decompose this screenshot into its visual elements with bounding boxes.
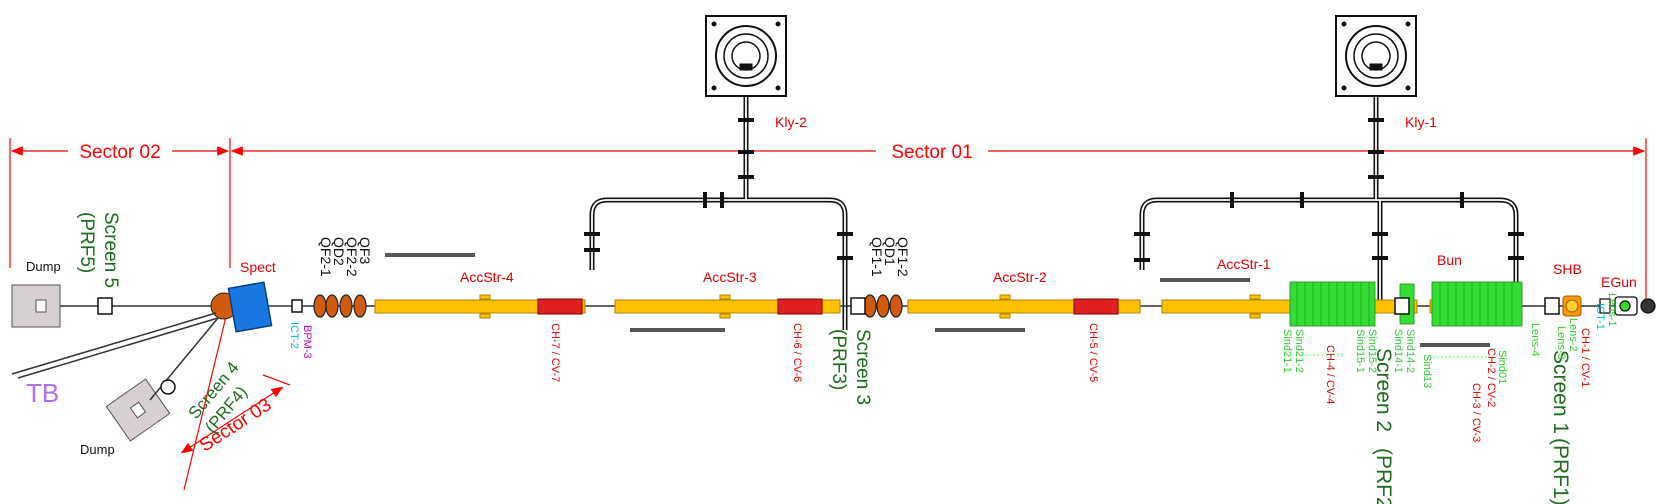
- diagnostic-labels: ICT-1 ICT-2 BPM-3: [288, 303, 1606, 359]
- klystron-1-label: Kly-1: [1405, 114, 1437, 130]
- dump-angled-label: Dump: [80, 442, 115, 457]
- svg-text:(PRF2): (PRF2): [1372, 448, 1395, 504]
- solenoid-hatch: [1296, 282, 1513, 326]
- corrector-6: [777, 298, 823, 315]
- klystron-2-label: Kly-2: [775, 114, 807, 130]
- lens-labels: Lens-4 Lens-3 Lens-2 Lens-1: [1529, 293, 1618, 360]
- svg-text:CH-3 / CV-3: CH-3 / CV-3: [1470, 383, 1482, 442]
- svg-text:ICT-1: ICT-1: [1594, 303, 1606, 330]
- svg-text:(PRF1): (PRF1): [1549, 438, 1572, 504]
- svg-text:(PRF3): (PRF3): [828, 329, 849, 390]
- svg-text:Sind21-2: Sind21-2: [1293, 329, 1305, 373]
- svg-text:CH-4 / CV-4: CH-4 / CV-4: [1324, 345, 1336, 404]
- accstr-4-label: AccStr-4: [460, 269, 514, 285]
- svg-text:CH-5 / CV-5: CH-5 / CV-5: [1087, 323, 1099, 382]
- accstr-2-label: AccStr-2: [993, 269, 1047, 285]
- svg-text:Sind14-1: Sind14-1: [1392, 329, 1404, 373]
- svg-text:Screen 2: Screen 2: [1372, 348, 1395, 432]
- corrector-5: [1073, 298, 1119, 315]
- quad-1-labels: QF1-1 QD1 QF1-2: [869, 237, 911, 277]
- accstr-bumps: [479, 294, 1261, 319]
- quadrupoles-2: [313, 294, 367, 318]
- svg-text:QD1: QD1: [882, 237, 898, 266]
- svg-text:QF2-1: QF2-1: [318, 237, 334, 277]
- svg-text:(PRF5): (PRF5): [76, 212, 97, 273]
- svg-text:Lens-2: Lens-2: [1567, 318, 1579, 352]
- quad-2-labels: QF2-1 QD2 QF2-2 QF3: [318, 237, 373, 277]
- sector-01-label: Sector 01: [891, 142, 972, 163]
- screen-5-label: Screen 5 (PRF5): [76, 212, 121, 288]
- svg-text:Lens-1: Lens-1: [1606, 293, 1618, 327]
- quadrupoles-1: [863, 294, 903, 318]
- accstr-3-label: AccStr-3: [703, 269, 757, 285]
- egun-label: EGun: [1601, 274, 1637, 290]
- dump-straight-label: Dump: [26, 259, 61, 274]
- svg-text:Sind15-1: Sind15-1: [1354, 329, 1366, 373]
- spectrometer: [210, 281, 273, 333]
- screen-3-label: Screen 3 (PRF3): [828, 329, 873, 405]
- screen-boxes: [97, 297, 1560, 315]
- svg-text:QF3: QF3: [357, 237, 373, 264]
- klystron-2: [705, 15, 787, 97]
- svg-text:Screen 1: Screen 1: [1549, 350, 1572, 434]
- corrector-labels: CH-7 / CV-7 CH-6 / CV-6 CH-5 / CV-5 CH-4…: [549, 323, 1591, 442]
- shb: [1562, 295, 1582, 317]
- structure-labels: AccStr-4 AccStr-3 AccStr-2 AccStr-1 Bun …: [240, 252, 1637, 290]
- klystron-1: [1335, 15, 1417, 97]
- svg-text:ICT-2: ICT-2: [288, 322, 300, 349]
- bun-label: Bun: [1437, 252, 1462, 268]
- svg-text:Lens-3: Lens-3: [1555, 326, 1567, 360]
- waveguide-inner: [591, 95, 1517, 330]
- electron-gun: [1599, 296, 1656, 316]
- svg-text:CH-2 / CV-2: CH-2 / CV-2: [1485, 348, 1497, 407]
- sector-02-label: Sector 02: [79, 142, 160, 163]
- svg-text:QF1-1: QF1-1: [869, 237, 885, 277]
- tb-label: TB: [26, 378, 59, 408]
- svg-text:CH-1 / CV-1: CH-1 / CV-1: [1579, 328, 1591, 387]
- screen-4-box: [160, 379, 176, 395]
- svg-text:QF2-2: QF2-2: [344, 237, 360, 277]
- svg-text:QD2: QD2: [331, 237, 347, 266]
- waveguide-flanges: [584, 118, 1524, 262]
- accstr-1-label: AccStr-1: [1217, 256, 1271, 272]
- corrector-7: [537, 298, 583, 315]
- svg-text:CH-7 / CV-7: CH-7 / CV-7: [549, 323, 561, 382]
- svg-text:BPM-3: BPM-3: [301, 325, 313, 359]
- svg-text:Screen 3: Screen 3: [852, 329, 873, 405]
- svg-text:Lens-4: Lens-4: [1529, 323, 1541, 357]
- svg-text:Screen 5: Screen 5: [100, 212, 121, 288]
- svg-text:QF1-2: QF1-2: [895, 237, 911, 277]
- solenoid-labels: Sind21-1 Sind21-2 Sind15-1 Sind15-2 Sind…: [1281, 329, 1508, 388]
- svg-text:Sind21-1: Sind21-1: [1281, 329, 1293, 373]
- svg-text:Sind01: Sind01: [1496, 350, 1508, 384]
- waveguides: [589, 95, 1519, 330]
- svg-text:Sind13: Sind13: [1421, 354, 1433, 388]
- screen-2-label: Screen 2 (PRF2): [1372, 348, 1395, 504]
- bypass-pipes: [385, 253, 1490, 347]
- shb-label: SHB: [1553, 261, 1582, 277]
- dump-straight: [11, 284, 61, 328]
- spect-label: Spect: [240, 259, 276, 275]
- svg-text:Sind14-2: Sind14-2: [1404, 329, 1416, 373]
- svg-text:Sind15-2: Sind15-2: [1366, 329, 1378, 373]
- screen-1-label: Screen 1 (PRF1): [1549, 350, 1572, 504]
- svg-text:CH-6 / CV-6: CH-6 / CV-6: [791, 323, 803, 382]
